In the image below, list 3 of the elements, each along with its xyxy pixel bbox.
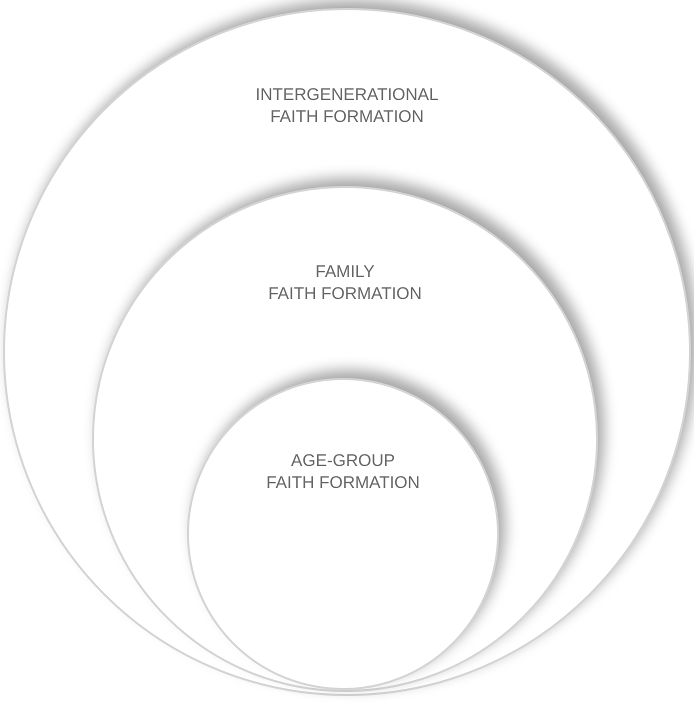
circle-label: INTERGENERATIONAL FAITH FORMATION <box>256 84 438 128</box>
circle-label: FAMILY FAITH FORMATION <box>268 261 422 305</box>
circle-label: AGE-GROUP FAITH FORMATION <box>266 450 420 494</box>
